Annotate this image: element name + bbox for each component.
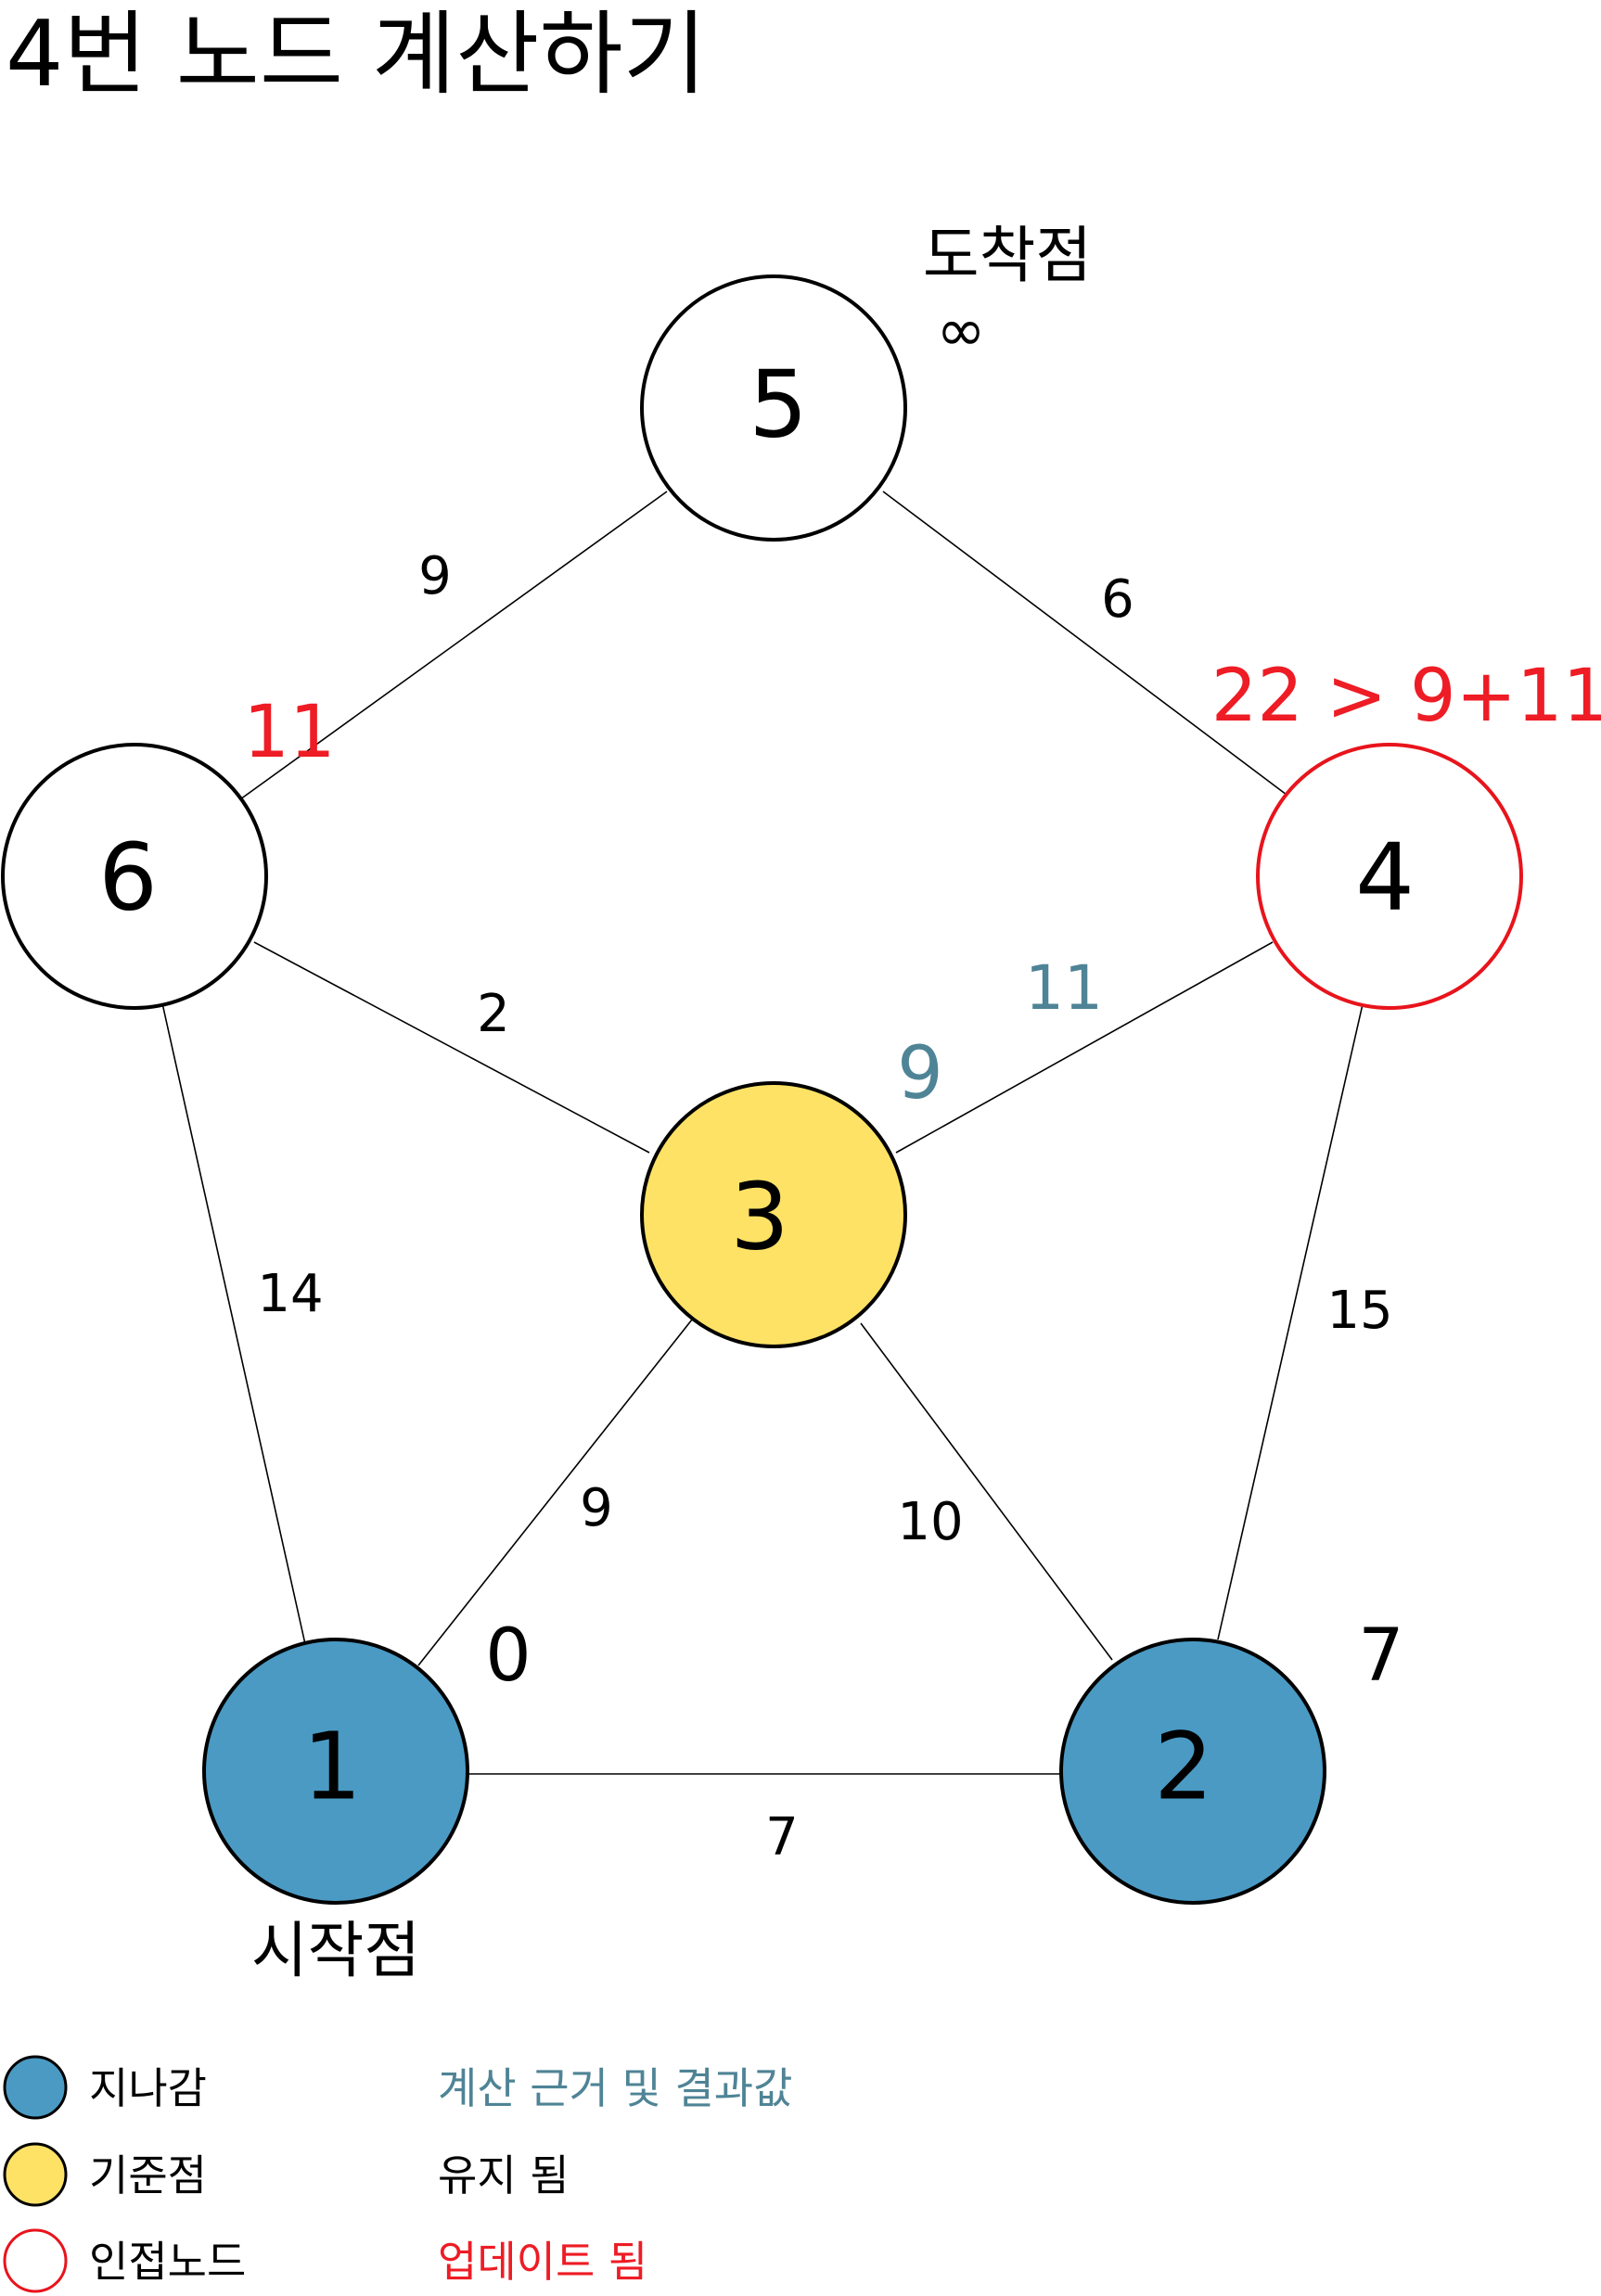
edge-4-5: [882, 491, 1287, 796]
page-title: 4번 노드 계산하기: [6, 2, 707, 108]
edge-2-3: [860, 1322, 1113, 1661]
edge-3-4: [895, 941, 1274, 1154]
edge-weight-1-6: 14: [257, 1264, 323, 1324]
legend-adjacent-label: 인접노드: [89, 2237, 246, 2287]
edge-weight-3-6: 2: [477, 984, 510, 1044]
node-3-distance: 9: [897, 1032, 943, 1116]
legend-calc-label: 계산 근거 및 결과값: [438, 2063, 792, 2113]
edge-weight-1-2: 7: [765, 1807, 799, 1868]
node-4-label: 4: [1355, 823, 1415, 932]
node-5-distance: ∞: [936, 297, 985, 365]
end-node-caption: 도착점: [923, 220, 1092, 291]
node-6: [1, 743, 268, 1010]
edge-1-3: [417, 1319, 693, 1666]
edge-weight-2-3: 10: [897, 1492, 963, 1552]
node-3: [640, 1081, 907, 1348]
node-3-label: 3: [730, 1163, 789, 1271]
legend: 지나감 기준점 인접노드 계산 근거 및 결과값 유지 됨 업데이트 됨: [3, 2055, 792, 2293]
edge-2-4: [1217, 1003, 1364, 1640]
edge-5-6: [239, 491, 668, 800]
edge-weight-4-5: 6: [1101, 569, 1134, 630]
edge-weight-1-3: 9: [580, 1478, 613, 1538]
legend-current-label: 기준점: [89, 2150, 207, 2200]
edge-weight-5-6: 9: [418, 546, 452, 606]
node-2: [1059, 1638, 1326, 1905]
node-6-distance: 11: [243, 691, 335, 774]
legend-current-swatch: [3, 2142, 68, 2207]
node-6-label: 6: [98, 823, 158, 932]
legend-updated-label: 업데이트 됨: [438, 2237, 647, 2287]
node-2-label: 2: [1154, 1713, 1213, 1821]
edge-weight-3-4: 11: [1025, 952, 1103, 1024]
edge-3-6: [253, 941, 650, 1154]
legend-adjacent-swatch: [3, 2228, 68, 2293]
node-1-label: 1: [302, 1713, 362, 1821]
start-node-caption: 시작점: [251, 1915, 420, 1986]
node-1: [202, 1638, 469, 1905]
node-4-distance: 22 > 9+11: [1211, 655, 1601, 738]
node-4: [1256, 743, 1523, 1010]
node-1-distance: 0: [485, 1614, 532, 1698]
edge-weight-2-4: 15: [1326, 1281, 1392, 1341]
node-2-distance: 7: [1358, 1614, 1404, 1698]
edge-1-6: [161, 1002, 306, 1645]
legend-kept-label: 유지 됨: [438, 2150, 570, 2200]
legend-visited-label: 지나감: [89, 2063, 207, 2113]
node-5-label: 5: [749, 351, 808, 459]
node-5: [640, 274, 907, 542]
legend-visited-swatch: [3, 2055, 68, 2120]
